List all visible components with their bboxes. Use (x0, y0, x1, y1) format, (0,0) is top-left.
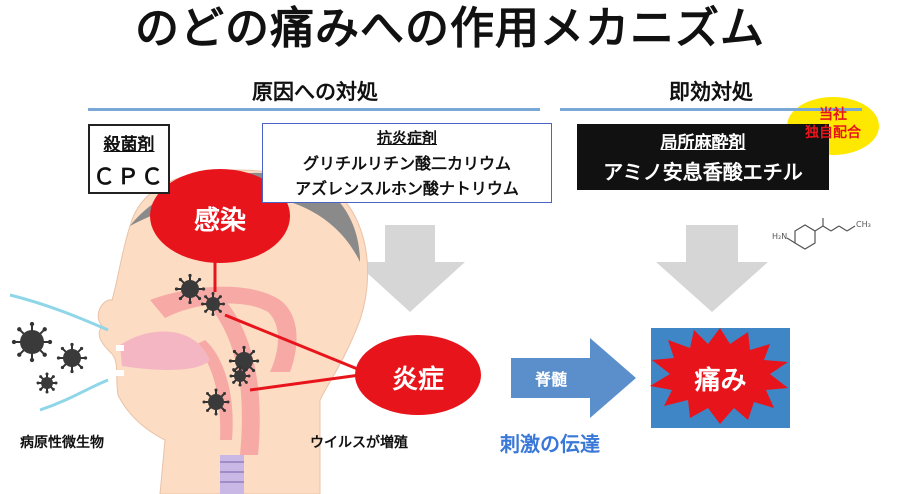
infection-ellipse (150, 169, 290, 263)
virus-icon (202, 388, 230, 416)
anesthetic-heading: 局所麻酔剤 (660, 133, 746, 153)
inflammation-ellipse (355, 335, 481, 415)
anesthetic-box: 局所麻酔剤 アミノ安息香酸エチル (577, 124, 829, 190)
inflammation-label: 炎症 (391, 365, 444, 395)
section-immediate-rule (560, 108, 862, 111)
virus-icon (56, 342, 88, 374)
sterilizer-heading: 殺菌剤 (103, 135, 155, 155)
badge-line1: 当社 (819, 107, 847, 123)
anesthetic-name: アミノ安息香酸エチル (603, 160, 803, 184)
section-immediate-heading: 即効対処 (669, 80, 753, 104)
section-cause-heading: 原因への対処 (252, 80, 378, 104)
sterilizer-box: 殺菌剤 ＣＰＣ (88, 124, 170, 194)
down-arrow-cause (355, 225, 465, 312)
badge: 当社 独自配合 (787, 106, 879, 142)
anti-inflammatory-line2: アズレンスルホン酸ナトリウム (295, 179, 519, 198)
virus-growth-label: ウイルスが増殖 (310, 435, 408, 451)
throat-cavity (150, 286, 297, 372)
virus-icon (11, 321, 53, 363)
section-cause-rule (88, 108, 540, 111)
tongue (120, 331, 210, 370)
breath-line-upper (9, 293, 109, 332)
connector-inflammation-2 (249, 373, 361, 392)
down-arrow-immediate (656, 225, 768, 312)
sterilizer-name: ＣＰＣ (92, 165, 165, 190)
pathogens-label: 病原性微生物 (20, 435, 104, 451)
molecule-right-label: CH₃ (856, 220, 871, 229)
virus-icon (229, 365, 251, 387)
pain-label: 痛み (694, 366, 747, 396)
spinal-arrow (511, 338, 636, 418)
molecule-left-label: H₂N (772, 232, 788, 241)
transmission-label: 刺激の伝達 (500, 432, 600, 456)
breath-line-lower (39, 378, 109, 412)
page-title: のどの痛みへの作用メカニズム (135, 3, 765, 54)
trachea (220, 455, 244, 494)
pain-starburst (650, 328, 788, 424)
virus-icon (36, 372, 58, 394)
benzocaine-molecule (786, 218, 856, 250)
anti-inflammatory-line1: グリチルリチン酸二カリウム (302, 154, 511, 173)
virus-icon (174, 273, 206, 305)
connector-inflammation-1 (224, 313, 361, 372)
infection-label: 感染 (193, 206, 246, 236)
spinal-label: 脊髄 (534, 370, 567, 389)
badge-line2: 独自配合 (805, 125, 861, 141)
virus-icons (11, 273, 260, 416)
anti-inflammatory-box: 抗炎症剤 グリチルリチン酸二カリウム アズレンスルホン酸ナトリウム (262, 123, 552, 203)
anti-inflammatory-heading: 抗炎症剤 (376, 129, 437, 147)
virus-icon (201, 292, 225, 316)
